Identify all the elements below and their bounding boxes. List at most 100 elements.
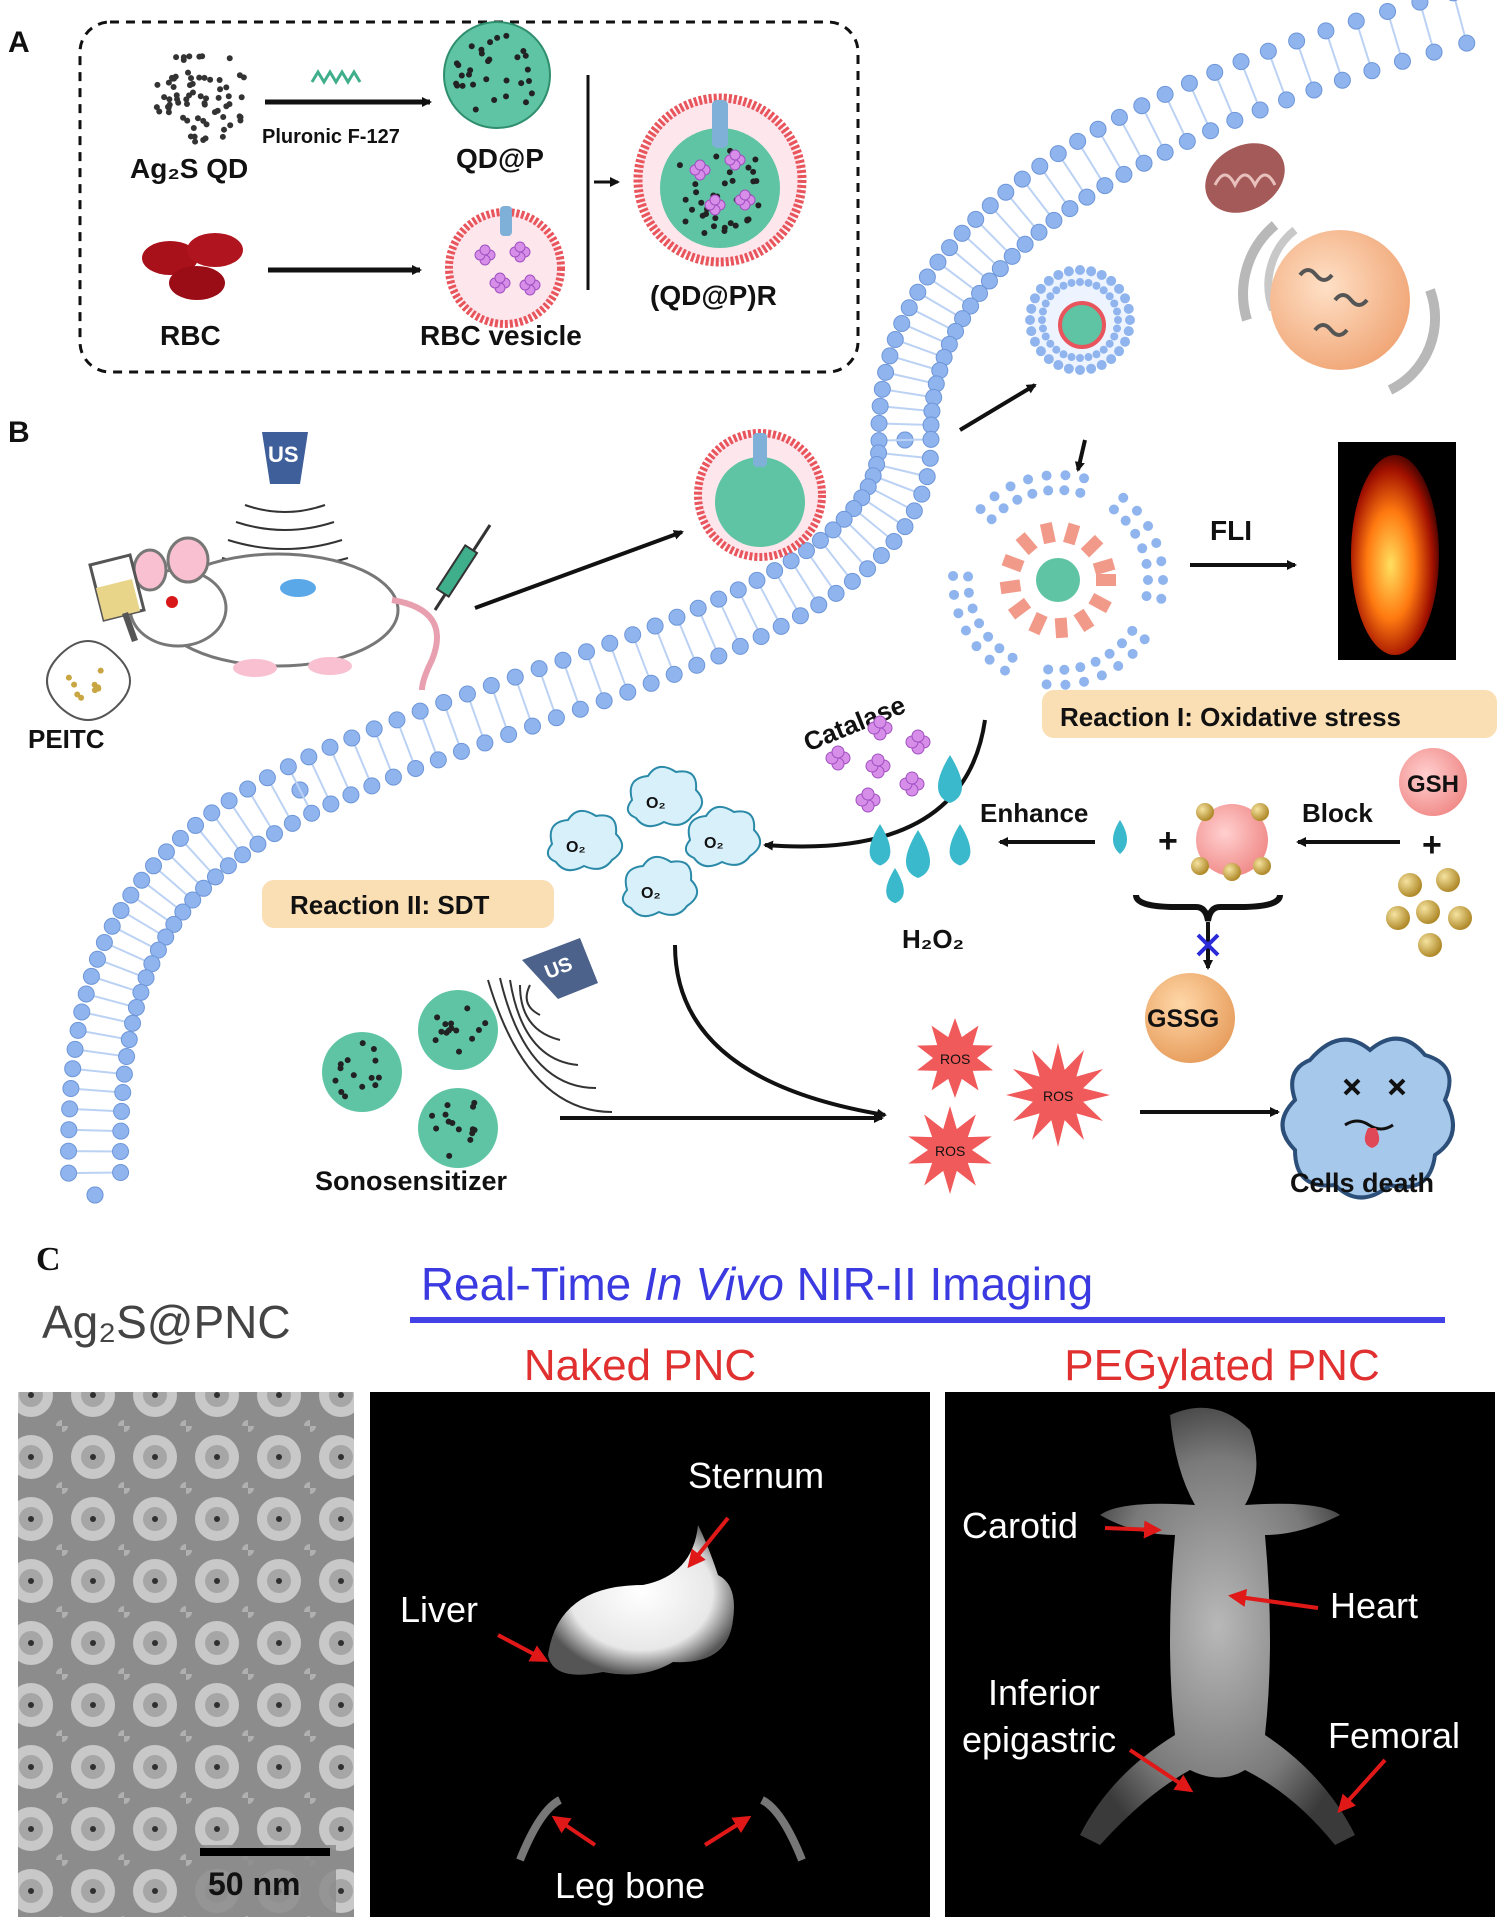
lipid-tail xyxy=(697,607,720,657)
lipid-head xyxy=(1092,350,1101,359)
lipid-head xyxy=(752,628,770,646)
lipid-tail xyxy=(152,865,194,901)
scale-bar-backdrop xyxy=(194,1845,336,1913)
qd-dot xyxy=(432,1037,439,1044)
lipid-head xyxy=(791,607,809,625)
qd-dot xyxy=(227,122,234,129)
leg-bone-label: Leg bone xyxy=(555,1865,705,1906)
qd-dot xyxy=(153,104,160,111)
lipid-bilayer-membrane xyxy=(60,0,1476,1204)
lipid-head xyxy=(1045,211,1063,229)
lipid-head xyxy=(731,637,749,655)
lipid-head xyxy=(824,521,842,539)
lipid-head xyxy=(60,1164,78,1182)
qd-dot xyxy=(522,52,529,59)
lipid-head xyxy=(174,903,192,921)
lipid-head xyxy=(112,1122,130,1140)
gsh-label: GSH xyxy=(1407,771,1459,798)
o2-label: O₂ xyxy=(566,839,586,856)
lipid-head xyxy=(1110,108,1128,126)
rbc-membrane-fragment xyxy=(1028,612,1048,636)
lipid-head xyxy=(1130,528,1141,539)
qd-p-r-dots xyxy=(676,147,762,236)
lipid-head xyxy=(1178,132,1196,150)
lipid-head xyxy=(1106,354,1117,365)
lipid-tail xyxy=(1324,30,1344,81)
lipid-head xyxy=(1059,281,1068,290)
lipid-head xyxy=(1038,324,1047,333)
catalase-molecule xyxy=(514,241,526,253)
catalase-molecule xyxy=(905,771,919,785)
lipid-head xyxy=(1059,664,1070,675)
lipid-tail xyxy=(867,485,915,512)
lipid-tail xyxy=(961,232,1002,270)
lipid-head xyxy=(1005,481,1016,492)
lipid-tail xyxy=(773,570,802,617)
lipid-head xyxy=(922,416,940,434)
lipid-head xyxy=(1156,556,1167,567)
qd-dot xyxy=(170,83,177,90)
lipid-head xyxy=(646,617,664,635)
lipid-tail xyxy=(1140,105,1167,153)
lipid-head xyxy=(772,617,790,635)
lipid-tail xyxy=(466,693,486,744)
qd-dot xyxy=(372,1082,379,1089)
qd-dot xyxy=(74,691,81,698)
reaction1-banner xyxy=(1042,690,1497,738)
lipid-head xyxy=(300,748,318,766)
inferior-label: Inferior xyxy=(988,1672,1100,1713)
rbc-cell-icon xyxy=(187,233,243,267)
qd-dot xyxy=(729,177,736,184)
lipid-head xyxy=(1120,336,1131,347)
lipid-tail xyxy=(77,1029,130,1041)
peitc-gold-dot xyxy=(1223,863,1241,881)
lipid-tail xyxy=(1386,11,1404,62)
lipid-head xyxy=(1123,326,1134,337)
qd-dot xyxy=(350,1072,357,1079)
protein-peitc-dots xyxy=(1191,803,1271,881)
lipid-head xyxy=(1075,487,1086,498)
qd-dot xyxy=(238,94,245,101)
lipid-head xyxy=(971,284,989,302)
qd-dot xyxy=(703,211,710,218)
dropper-bottle-icon xyxy=(88,553,146,642)
lipid-head xyxy=(624,626,642,644)
lipid-head xyxy=(999,665,1010,676)
lipid-tail xyxy=(1355,20,1373,71)
rbc-membrane-fragment xyxy=(1096,574,1116,586)
qd-dot xyxy=(215,94,222,101)
leg-bone-signal xyxy=(516,1796,806,1862)
lipid-head xyxy=(1099,345,1108,354)
lipid-head xyxy=(1069,132,1087,150)
o2-cloud-icon xyxy=(546,809,623,872)
lipid-head xyxy=(112,1142,130,1160)
lipid-head xyxy=(986,514,997,525)
qd-dot xyxy=(174,96,181,103)
fli-label: FLI xyxy=(1210,515,1252,546)
lipid-tail xyxy=(1097,128,1125,175)
lipid-head xyxy=(1113,307,1122,316)
heart-label: Heart xyxy=(1330,1585,1418,1626)
lipid-head xyxy=(1027,488,1038,499)
lipid-tail xyxy=(843,518,883,557)
qd-dot xyxy=(442,1111,449,1118)
qd-dot xyxy=(185,69,192,76)
lipid-head xyxy=(265,825,283,843)
catalase-molecules xyxy=(825,715,931,813)
qd-p-dots xyxy=(453,32,535,113)
er-membrane-icon xyxy=(1387,288,1441,395)
lipid-tail xyxy=(1213,71,1236,121)
lipid-head xyxy=(811,531,829,549)
lipid-head xyxy=(1043,664,1054,675)
pluronic-polymer-icon xyxy=(310,69,362,85)
lipid-head xyxy=(922,430,940,448)
lipid-head xyxy=(1023,474,1034,485)
lipid-head xyxy=(1007,652,1018,663)
sonosensitizer-label: Sonosensitizer xyxy=(315,1166,508,1196)
ultrasound-probe-icon xyxy=(262,432,308,484)
nucleus-icon xyxy=(1270,230,1410,370)
lipid-head xyxy=(206,868,224,886)
organelles xyxy=(1205,143,1441,395)
lipid-head xyxy=(1079,676,1090,687)
lipid-head xyxy=(1151,538,1162,549)
